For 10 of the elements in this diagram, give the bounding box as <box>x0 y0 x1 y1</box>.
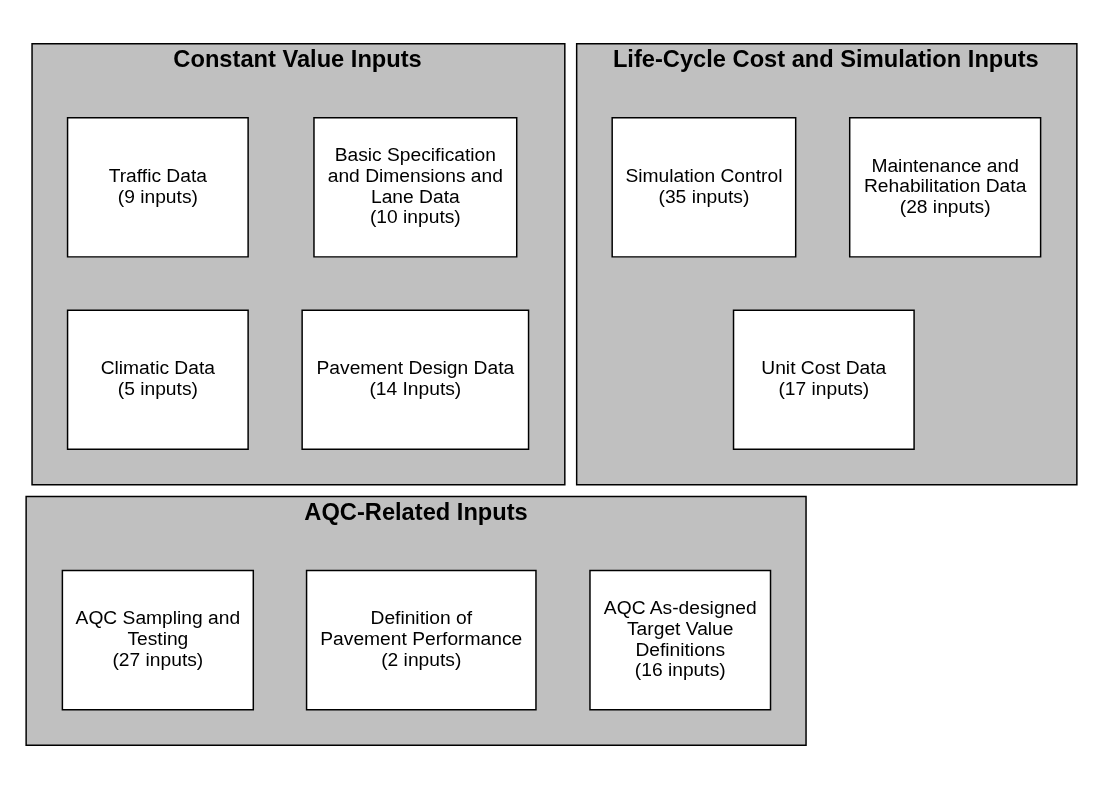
node-box: AQC Sampling and Testing (27 inputs) <box>61 569 255 710</box>
node-box: Pavement Design Data (14 Inputs) <box>301 308 530 450</box>
node-box: Unit Cost Data (17 inputs) <box>732 308 915 450</box>
node-box: Basic Specification and Dimensions and Lane Data (10 inputs) <box>313 116 518 258</box>
node-box: Maintenance and Rehabilitation Data (28 inputs) <box>848 116 1042 258</box>
node-box: Simulation Control (35 inputs) <box>611 116 797 258</box>
node-box: Traffic Data (9 inputs) <box>66 116 249 258</box>
node-box: AQC As-designed Target Value Definitions (16 inputs) <box>589 569 772 710</box>
node-box: Climatic Data (5 inputs) <box>66 308 249 450</box>
node-box: Definition of Pavement Performance (2 inputs) <box>305 569 537 710</box>
